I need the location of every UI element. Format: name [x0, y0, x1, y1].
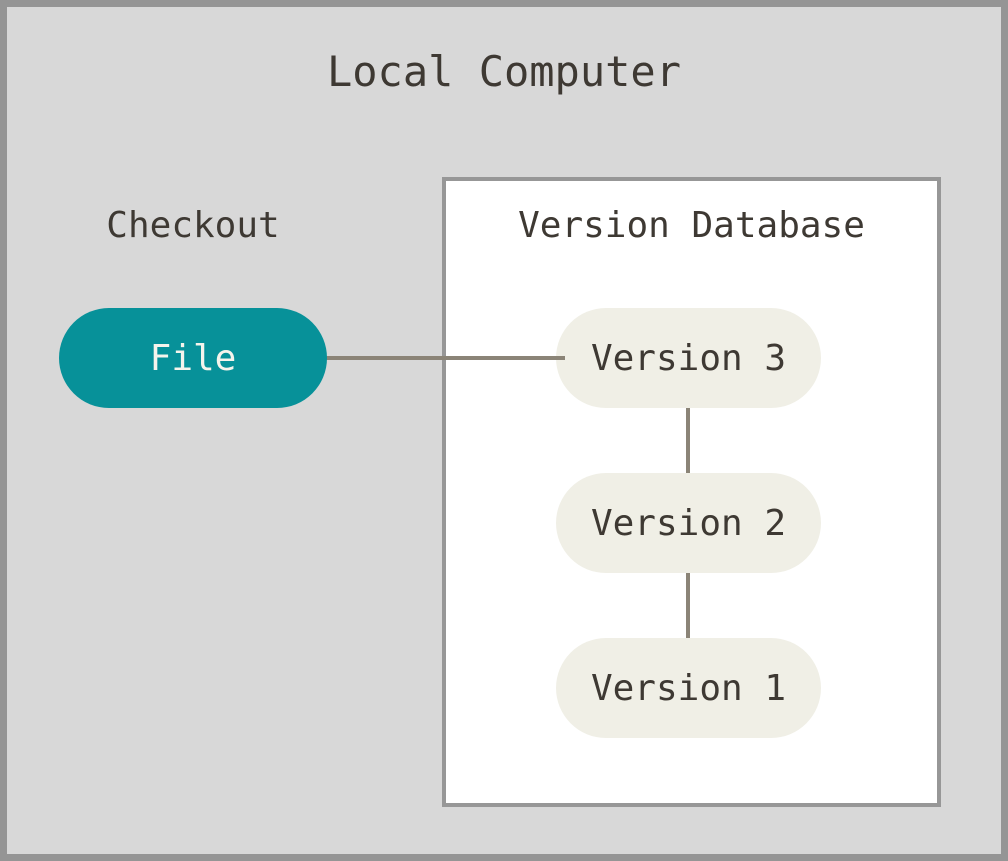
version-3-label: Version 3 [590, 337, 787, 379]
checkout-label: Checkout [106, 205, 280, 246]
checkout-connector-line [325, 356, 565, 360]
version-database-box: Version Database Version 3 Version 2 Ver… [442, 177, 941, 807]
version-3-node: Version 3 [556, 308, 821, 408]
version-1-label: Version 1 [590, 667, 787, 709]
connector-v3-v2 [686, 407, 690, 473]
file-node-label: File [149, 337, 237, 379]
file-node: File [59, 308, 327, 408]
connector-v2-v1 [686, 572, 690, 638]
version-2-label: Version 2 [590, 502, 787, 544]
version-2-node: Version 2 [556, 473, 821, 573]
version-1-node: Version 1 [556, 638, 821, 738]
diagram-title: Local Computer [326, 47, 681, 96]
version-database-title: Version Database [518, 205, 865, 246]
